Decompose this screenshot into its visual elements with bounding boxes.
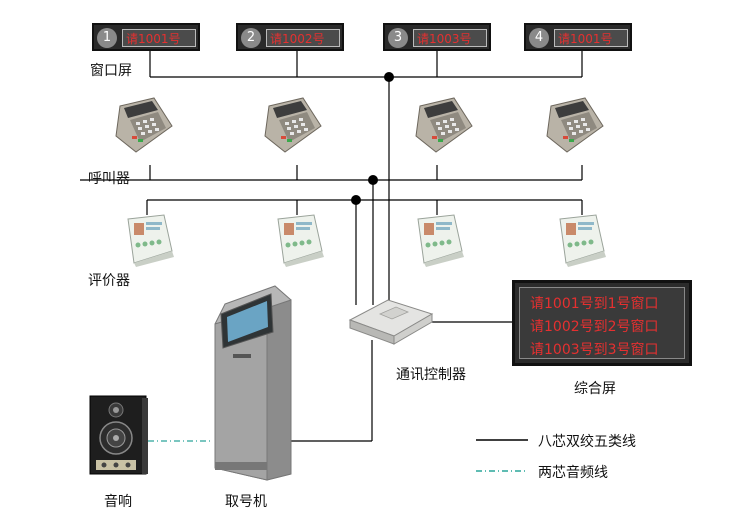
integrated-screen-line: 请1001号到1号窗口 <box>530 296 659 312</box>
legend-solid-label: 八芯双绞五类线 <box>538 434 636 450</box>
evaluator-device-icon <box>127 214 174 267</box>
junction-node-window <box>384 72 394 82</box>
evaluator-device-icon <box>277 214 324 267</box>
caller-device-icon <box>115 97 173 153</box>
window-number: 1 <box>97 28 117 48</box>
caller-label: 呼叫器 <box>88 171 130 187</box>
junction-node-caller <box>368 175 378 185</box>
window-text: 请1002号 <box>266 29 340 47</box>
window-text: 请1001号 <box>122 29 196 47</box>
controller-device-icon <box>348 299 434 345</box>
integrated-screen-line: 请1003号到3号窗口 <box>530 342 659 358</box>
evaluator-label: 评价器 <box>88 273 130 289</box>
speaker-icon <box>89 395 148 475</box>
integrated-screen-line: 请1002号到2号窗口 <box>530 319 659 335</box>
window-display-1: 1 请1001号 <box>92 23 200 51</box>
caller-device-icon <box>264 97 322 153</box>
integrated-screen: 请1001号到1号窗口 请1002号到2号窗口 请1003号到3号窗口 <box>512 280 692 366</box>
window-display-3: 3 请1003号 <box>383 23 491 51</box>
window-display-4: 4 请1001号 <box>524 23 632 51</box>
window-text: 请1001号 <box>554 29 628 47</box>
caller-device-icon <box>415 97 473 153</box>
integrated-screen-panel: 请1001号到1号窗口 请1002号到2号窗口 请1003号到3号窗口 <box>519 287 685 359</box>
evaluator-device-icon <box>559 214 606 267</box>
controller-label: 通讯控制器 <box>396 367 466 383</box>
ticket-machine-icon <box>214 285 292 481</box>
window-number: 3 <box>388 28 408 48</box>
window-screen-label: 窗口屏 <box>90 63 132 79</box>
window-number: 4 <box>529 28 549 48</box>
speaker-label: 音响 <box>104 494 132 510</box>
integrated-screen-label: 综合屏 <box>574 381 616 397</box>
window-number: 2 <box>241 28 261 48</box>
junction-node-evaluator <box>351 195 361 205</box>
ticket-machine-label: 取号机 <box>225 494 267 510</box>
window-text: 请1003号 <box>413 29 487 47</box>
legend-dashdot-label: 两芯音频线 <box>538 465 608 481</box>
caller-device-icon <box>546 97 604 153</box>
window-display-2: 2 请1002号 <box>236 23 344 51</box>
evaluator-device-icon <box>417 214 464 267</box>
